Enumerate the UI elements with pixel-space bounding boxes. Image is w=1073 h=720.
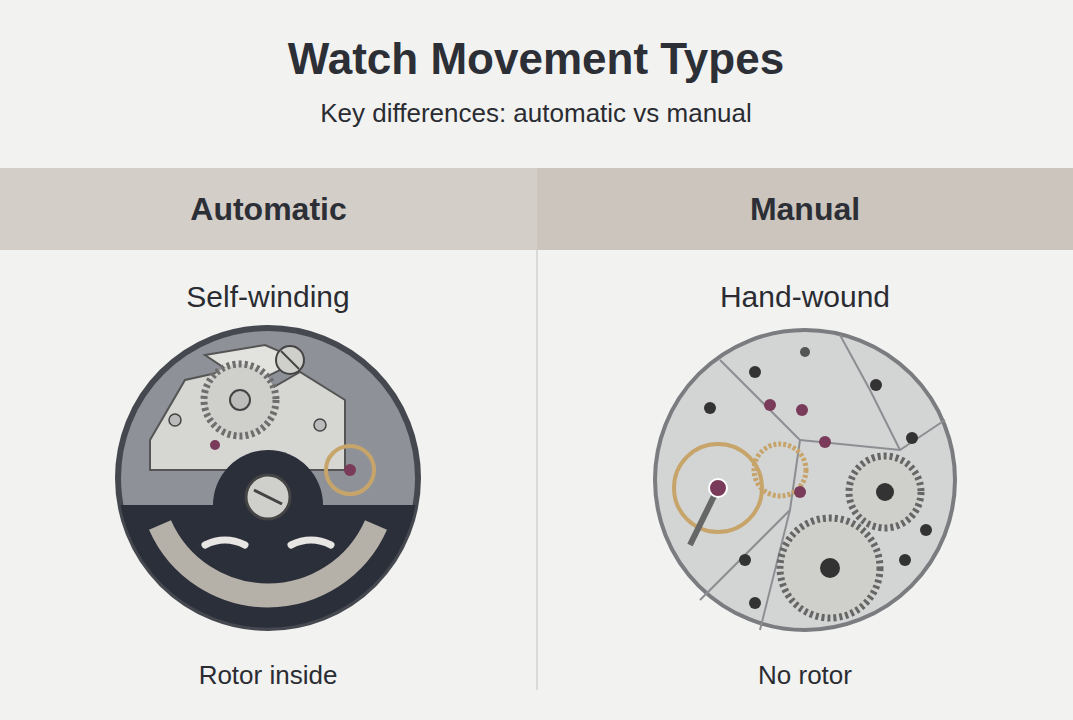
header-text: Manual <box>750 191 860 228</box>
title: Watch Movement Types <box>288 34 784 84</box>
column-subheading: Hand-wound <box>720 280 890 314</box>
column-subheading: Self-winding <box>186 280 349 314</box>
header-text: Automatic <box>190 191 346 228</box>
header-band: Automatic <box>0 168 537 250</box>
subtitle: Key differences: automatic vs manual <box>320 98 752 129</box>
header-band: Manual <box>537 168 1073 250</box>
caption-label: No rotor <box>758 660 852 691</box>
caption-label: Rotor inside <box>199 660 338 691</box>
